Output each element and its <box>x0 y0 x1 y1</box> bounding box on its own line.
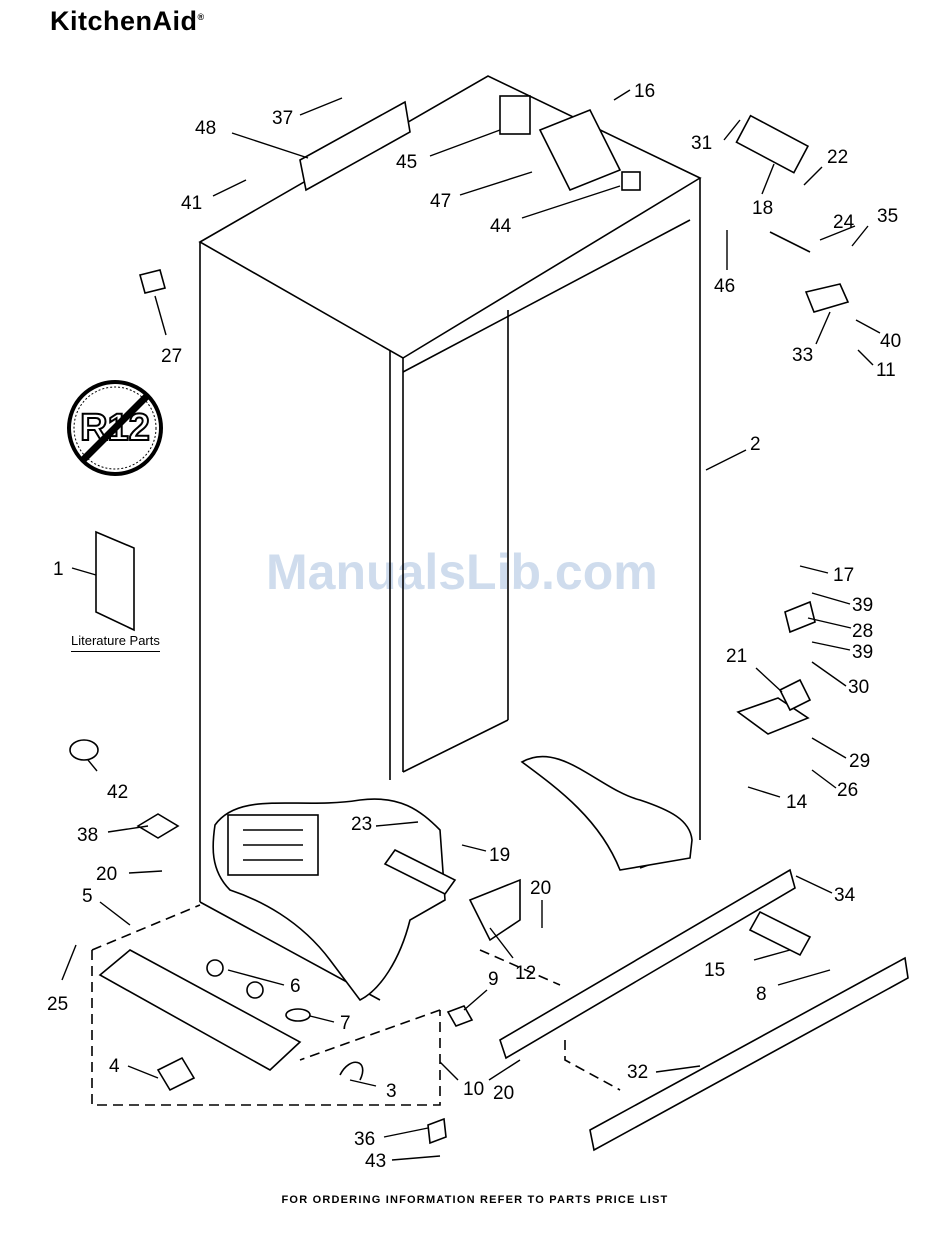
callout-2: 2 <box>750 434 761 455</box>
callout-32: 32 <box>627 1062 648 1083</box>
callout-1: 1 <box>53 559 64 580</box>
callout-42: 42 <box>107 782 128 803</box>
part-5 <box>100 950 300 1070</box>
callout-39a: 39 <box>852 595 873 616</box>
callout-15: 15 <box>704 960 725 981</box>
callout-9: 9 <box>488 969 499 990</box>
part-32 <box>590 958 908 1150</box>
callout-47: 47 <box>430 191 451 212</box>
callout-31: 31 <box>691 133 712 154</box>
callout-8: 8 <box>756 984 767 1005</box>
part-3 <box>340 1062 363 1080</box>
part-15 <box>750 912 810 955</box>
part-27 <box>140 270 165 293</box>
callout-19: 19 <box>489 845 510 866</box>
callout-20b: 20 <box>530 878 551 899</box>
part-28 <box>785 602 815 632</box>
callout-12: 12 <box>515 963 536 984</box>
callout-41: 41 <box>181 193 202 214</box>
callout-6: 6 <box>290 976 301 997</box>
callout-35: 35 <box>877 206 898 227</box>
callout-36: 36 <box>354 1129 375 1150</box>
callout-40: 40 <box>880 331 901 352</box>
callout-17: 17 <box>833 565 854 586</box>
callout-14: 14 <box>786 792 808 813</box>
part-12 <box>470 880 520 940</box>
cabinet-shell <box>200 76 700 1000</box>
part-24 <box>770 232 810 252</box>
callout-4: 4 <box>109 1056 120 1077</box>
part-42 <box>70 740 98 760</box>
callout-25: 25 <box>47 994 68 1015</box>
callout-48: 48 <box>195 118 216 139</box>
part-6 <box>207 960 223 976</box>
callout-28: 28 <box>852 621 873 642</box>
part-4 <box>158 1058 194 1090</box>
callout-21: 21 <box>726 646 747 667</box>
callout-7: 7 <box>340 1013 351 1034</box>
callout-33: 33 <box>792 345 813 366</box>
callout-22: 22 <box>827 147 848 168</box>
callout-34: 34 <box>834 885 856 906</box>
callout-5: 5 <box>82 886 93 907</box>
part-18 <box>736 116 807 173</box>
callout-10: 10 <box>463 1079 484 1100</box>
part-7 <box>286 1009 310 1021</box>
callout-16: 16 <box>634 81 655 102</box>
callout-29: 29 <box>849 751 870 772</box>
callout-45: 45 <box>396 152 417 173</box>
callout-27: 27 <box>161 346 182 367</box>
callout-11: 11 <box>876 360 896 381</box>
callout-20c: 20 <box>493 1083 514 1104</box>
callout-20a: 20 <box>96 864 117 885</box>
callout-26: 26 <box>837 780 858 801</box>
callout-3: 3 <box>386 1081 397 1102</box>
callout-23: 23 <box>351 814 372 835</box>
callout-44: 44 <box>490 216 512 237</box>
part-44 <box>622 172 640 190</box>
callout-37: 37 <box>272 108 293 129</box>
part-33 <box>806 284 848 312</box>
callout-24: 24 <box>833 212 855 233</box>
callout-46: 46 <box>714 276 735 297</box>
callout-18: 18 <box>752 198 773 219</box>
part-45 <box>500 96 530 134</box>
literature-booklet <box>96 532 134 630</box>
part-36 <box>428 1119 446 1143</box>
callout-43: 43 <box>365 1151 386 1172</box>
callout-30: 30 <box>848 677 869 698</box>
part-9 <box>448 1006 472 1026</box>
callout-38: 38 <box>77 825 98 846</box>
callout-39b: 39 <box>852 642 873 663</box>
